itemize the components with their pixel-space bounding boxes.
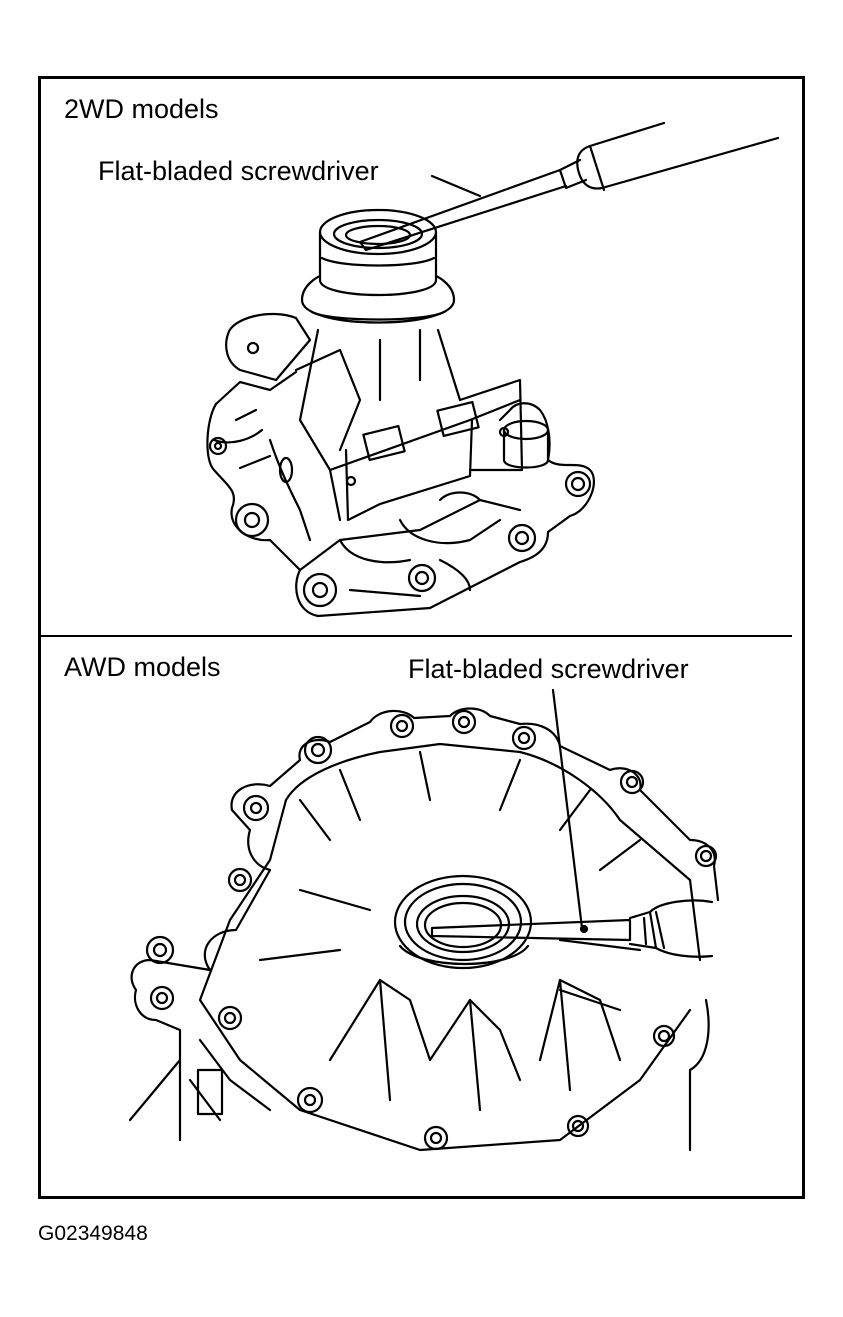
panel-divider — [38, 635, 792, 637]
figure-id: G02349848 — [38, 1222, 148, 1245]
awd-screwdriver-drawing — [430, 899, 714, 958]
2wd-screwdriver-drawing — [358, 121, 780, 252]
2wd-transmission-drawing — [206, 121, 780, 618]
2wd-callout-label: Flat-bladed screwdriver — [98, 156, 379, 186]
figure-frame — [38, 76, 805, 1199]
awd-leader-line — [551, 688, 584, 930]
2wd-heading: 2WD models — [64, 94, 219, 124]
2wd-leader-line — [430, 174, 482, 198]
awd-leader-line-lower — [128, 1058, 182, 1122]
awd-transmission-drawing — [128, 688, 720, 1152]
awd-callout-label: Flat-bladed screwdriver — [408, 654, 689, 684]
awd-heading: AWD models — [64, 652, 221, 682]
